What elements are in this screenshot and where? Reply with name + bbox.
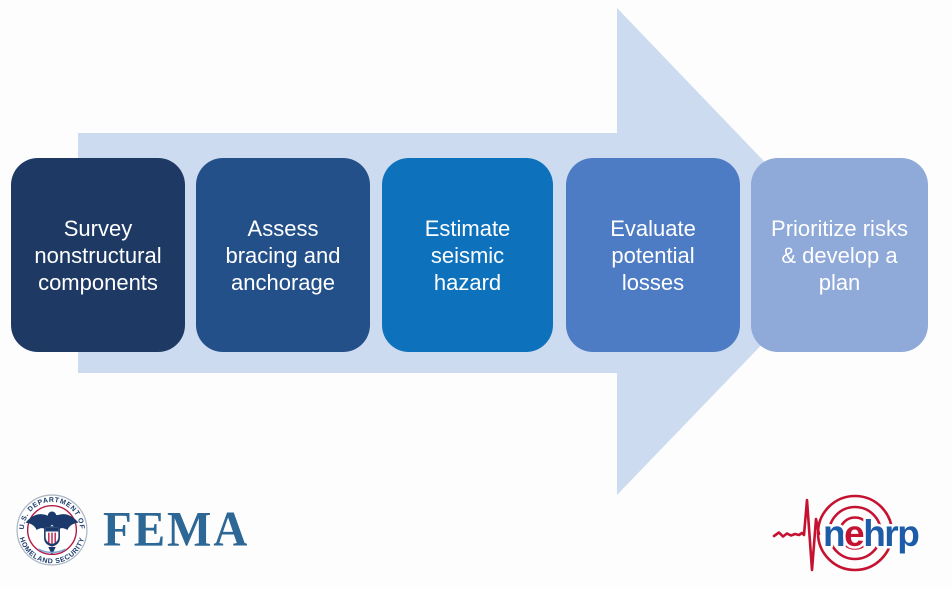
step-label-line: & develop a: [781, 242, 898, 268]
nehrp-letters-hrp: hrp: [863, 513, 919, 554]
step-box-evaluate-losses: Evaluate potential losses: [566, 158, 740, 352]
seismograph-icon: nehrp: [772, 494, 923, 572]
step-label-line: Survey: [63, 215, 133, 241]
seal-eagle-icon: [25, 511, 79, 555]
step-label-line: Evaluate: [610, 215, 696, 241]
step-label-line: losses: [621, 269, 685, 295]
step-label-line: Assess: [247, 215, 319, 241]
nehrp-logo: nehrp: [766, 488, 928, 589]
step-label-line: potential: [611, 242, 695, 268]
fema-logo: U.S. DEPARTMENT OF HOMELAND SECURITY: [16, 494, 249, 566]
step-box-assess-bracing: Assess bracing and anchorage: [196, 158, 370, 352]
fema-wordmark: FEMA: [103, 502, 250, 557]
step-label-line: hazard: [433, 269, 502, 295]
step-label-line: nonstructural: [34, 242, 162, 268]
step-label: Evaluate potential losses: [610, 215, 696, 296]
nehrp-letter-e: e: [844, 513, 864, 554]
step-label-line: Estimate: [424, 215, 511, 241]
nehrp-wordmark: nehrp: [823, 513, 919, 554]
step-label-line: plan: [818, 269, 861, 295]
step-label-line: bracing and: [225, 242, 341, 268]
step-label-line: Prioritize risks: [771, 215, 908, 241]
step-box-prioritize-plan: Prioritize risks & develop a plan: [751, 158, 928, 352]
step-box-survey-components: Survey nonstructural components: [11, 158, 185, 352]
step-label: Survey nonstructural components: [34, 215, 161, 296]
step-label: Prioritize risks & develop a plan: [771, 215, 908, 296]
epicenter-circles-icon: [772, 494, 894, 572]
step-label-line: components: [38, 269, 158, 295]
step-label-line: anchorage: [231, 269, 335, 295]
step-label: Estimate seismic hazard: [425, 215, 511, 296]
step-label-line: seismic: [430, 242, 505, 268]
dhs-seal-icon: U.S. DEPARTMENT OF HOMELAND SECURITY: [16, 494, 88, 566]
step-label: Assess bracing and anchorage: [226, 215, 341, 296]
nehrp-letter-n: n: [823, 513, 844, 554]
seismic-waveform-icon: [772, 498, 821, 572]
step-box-estimate-hazard: Estimate seismic hazard: [382, 158, 553, 352]
